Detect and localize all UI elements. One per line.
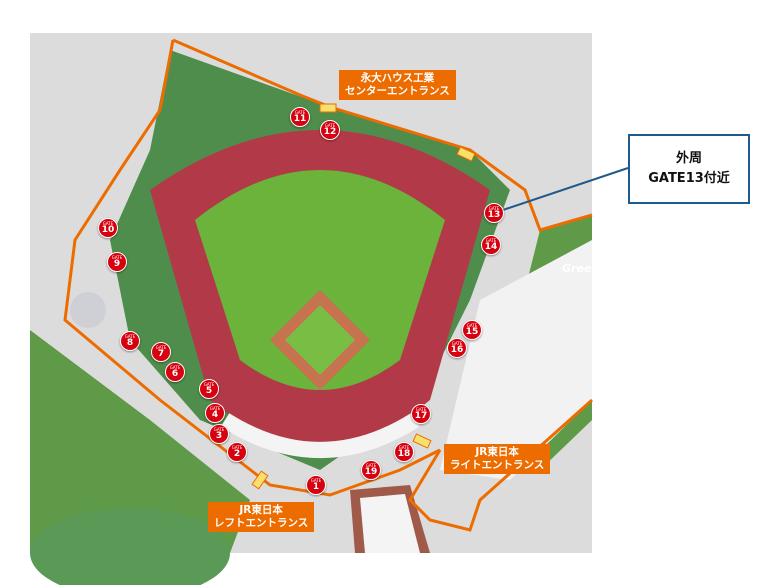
gate-prefix: GATE xyxy=(488,206,500,211)
gate-prefix: GATE xyxy=(231,445,243,450)
gate-number: 14 xyxy=(484,242,498,252)
gate-prefix: GATE xyxy=(485,238,497,243)
gate-prefix: GATE xyxy=(294,110,306,115)
gate-prefix: GATE xyxy=(203,382,215,387)
gate-number: 16 xyxy=(450,345,464,355)
gate-prefix: GATE xyxy=(111,255,123,260)
left-entrance-marker xyxy=(251,470,269,490)
right-entrance-label: JR東日本 ライトエントランス xyxy=(444,444,551,474)
gate-number: 8 xyxy=(126,338,134,348)
infield-grass xyxy=(285,305,355,375)
dome-structure xyxy=(70,292,106,328)
building-right xyxy=(440,240,592,480)
building-bottom-roof xyxy=(360,494,420,553)
gate-number: 12 xyxy=(323,127,337,137)
gate-number: 1 xyxy=(312,482,320,492)
green-area-left xyxy=(30,330,250,553)
gate-prefix: GATE xyxy=(213,427,225,432)
right-entrance-line1: JR東日本 xyxy=(475,446,519,458)
center-entrance-marker xyxy=(319,103,337,113)
center-entrance-line2: センターエントランス xyxy=(345,85,450,97)
gate-number: 18 xyxy=(397,449,411,459)
gate-prefix: GATE xyxy=(365,463,377,468)
concourse-roof xyxy=(220,413,420,458)
gate-number: 17 xyxy=(414,411,428,421)
gate-prefix: GATE xyxy=(155,345,167,350)
gate-number: 9 xyxy=(113,259,121,269)
gate-number: 6 xyxy=(171,369,179,379)
gate-number: 15 xyxy=(465,327,479,337)
center-entrance-line1: 永大ハウス工業 xyxy=(360,72,435,84)
gate-prefix: GATE xyxy=(169,365,181,370)
gate-number: 2 xyxy=(233,449,241,459)
gate-prefix: GATE xyxy=(415,407,427,412)
gate-number: 3 xyxy=(215,431,223,441)
callout-leader-line xyxy=(493,167,629,214)
gate-prefix: GATE xyxy=(398,445,410,450)
gate-prefix: GATE xyxy=(324,123,336,128)
callout-line2: GATE13付近 xyxy=(648,171,730,186)
gate13-callout: 外周 GATE13付近 xyxy=(628,134,750,204)
gate-number: 19 xyxy=(364,467,378,477)
left-entrance-line2: レフトエントランス xyxy=(214,517,309,529)
boundary-right xyxy=(408,398,593,532)
gate-number: 10 xyxy=(101,225,115,235)
gate-number: 7 xyxy=(157,349,165,359)
center-entrance-label: 永大ハウス工業 センターエントランス xyxy=(339,70,456,100)
gate-prefix: GATE xyxy=(451,341,463,346)
gate-prefix: GATE xyxy=(124,334,136,339)
gate-prefix: GATE xyxy=(466,323,478,328)
gate-number: 13 xyxy=(487,210,501,220)
left-entrance-label: JR東日本 レフトエントランス xyxy=(208,502,315,532)
outfield xyxy=(195,170,445,390)
right-entrance-marker xyxy=(412,433,432,449)
gate-prefix: GATE xyxy=(209,406,221,411)
left-entrance-line1: JR東日本 xyxy=(239,504,283,516)
boundary-top xyxy=(172,38,593,232)
gate13-marker xyxy=(456,146,476,162)
arena-roof xyxy=(30,508,230,585)
boundary-left xyxy=(63,39,441,497)
gate-number: 4 xyxy=(211,410,219,420)
gate-number: 11 xyxy=(293,114,307,124)
callout-line1: 外周 xyxy=(675,151,702,166)
green-sign: Green xyxy=(562,262,600,275)
gate-number: 5 xyxy=(205,386,213,396)
right-entrance-line2: ライトエントランス xyxy=(450,459,545,471)
gate-prefix: GATE xyxy=(102,221,114,226)
gate-prefix: GATE xyxy=(310,478,322,483)
